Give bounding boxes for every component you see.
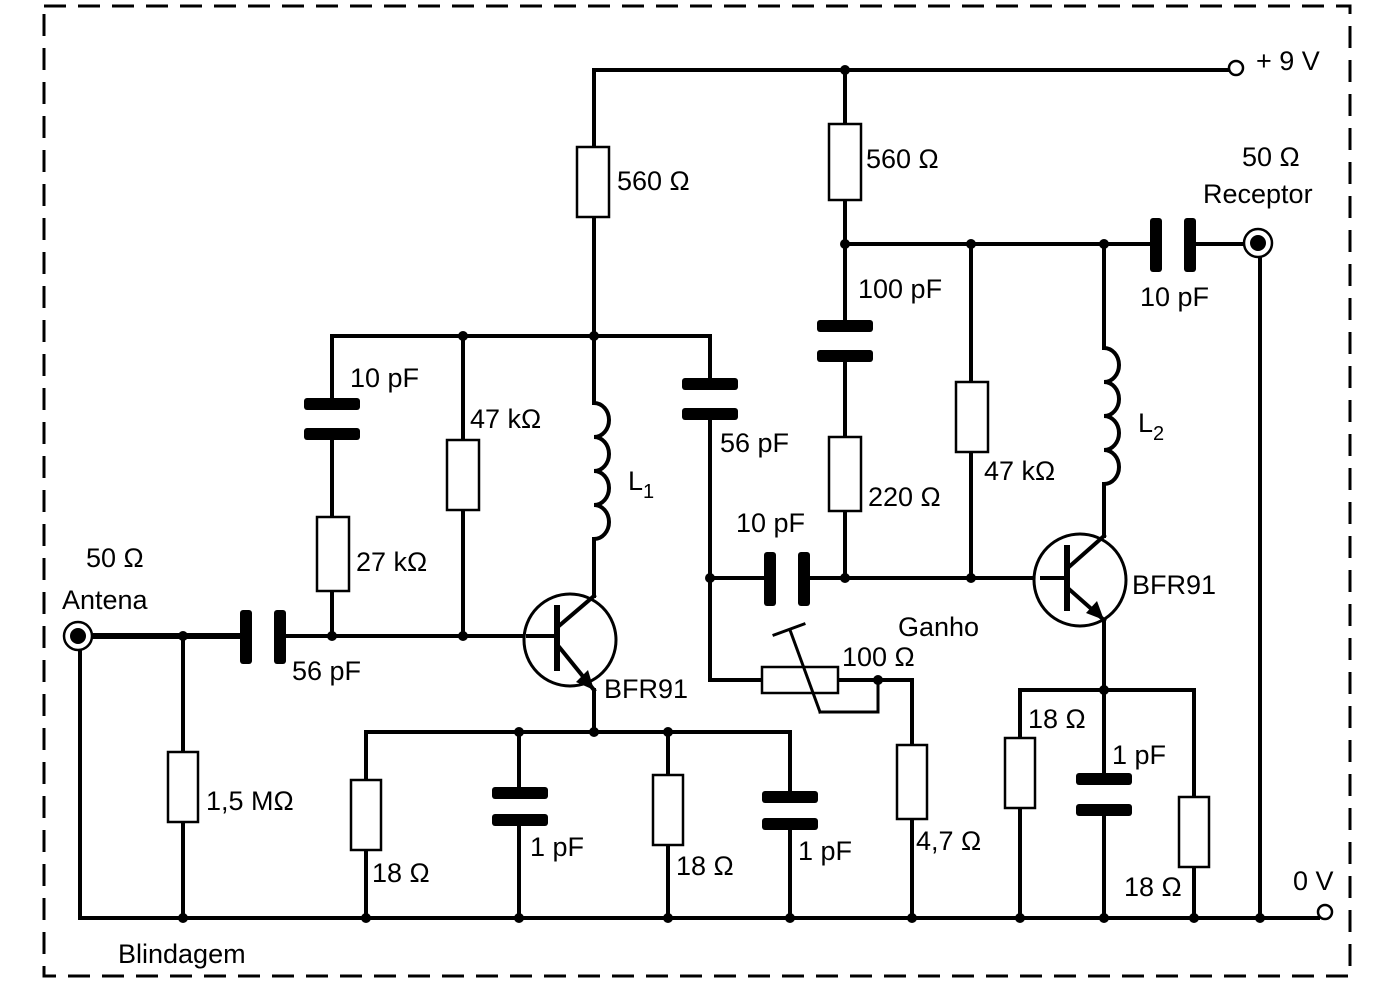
gain-potentiometer — [760, 622, 880, 714]
shield-frame — [42, 4, 1352, 978]
stage2-emitter-resistor-2 — [1177, 795, 1211, 869]
output-capacitor — [1150, 218, 1196, 272]
antenna-terminal — [62, 620, 94, 652]
stage1-emitter-capacitor-2 — [762, 791, 818, 830]
stage1-transistor-label: BFR91 — [604, 674, 688, 704]
stage2-transistor-label: BFR91 — [1132, 570, 1216, 600]
receiver-terminal — [1242, 227, 1274, 259]
output-impedance-label: 50 Ω — [1242, 142, 1300, 172]
gain-resistor — [895, 743, 929, 821]
inductor-l1 — [593, 401, 611, 541]
stage2-decoupling-capacitor — [817, 320, 873, 362]
stage1-feedback-cap-label: 10 pF — [350, 363, 419, 393]
stage2-bias-resistor-label: 47 kΩ — [984, 456, 1055, 486]
stage2-base-capacitor — [764, 552, 810, 606]
supply-label: + 9 V — [1256, 46, 1320, 76]
transistor-stage1 — [522, 592, 618, 693]
ground-terminal — [1316, 903, 1334, 921]
input-impedance-label: 50 Ω — [86, 543, 144, 573]
input-cap-label: 56 pF — [292, 656, 361, 686]
input-bias-resistor — [166, 750, 200, 824]
stage1-bias-resistor-label: 47 kΩ — [470, 404, 541, 434]
stage1-emitter-c1-label: 1 pF — [530, 832, 584, 862]
ground-label: 0 V — [1293, 866, 1334, 896]
shield-label: Blindagem — [118, 939, 246, 969]
stage2-collector-resistor-label: 560 Ω — [866, 144, 939, 174]
input-bias-resistor-label: 1,5 MΩ — [206, 786, 294, 816]
stage1-collector-resistor — [575, 145, 611, 219]
stage2-series-resistor-label: 220 Ω — [868, 482, 941, 512]
stage1-collector-resistor-label: 560 Ω — [617, 166, 690, 196]
transistor-stage2 — [1032, 532, 1128, 628]
stage1-emitter-capacitor-1 — [492, 787, 548, 826]
gain-pot-label: 100 Ω — [842, 642, 915, 672]
stage1-emitter-c2-label: 1 pF — [798, 836, 852, 866]
output-cap-label: 10 pF — [1140, 282, 1209, 312]
stage2-emitter-c-label: 1 pF — [1112, 740, 1166, 770]
stage1-coupling-capacitor — [682, 378, 738, 420]
inductor-l2-label: L2 — [1138, 408, 1164, 445]
stage2-emitter-capacitor — [1076, 773, 1132, 816]
antenna-label: Antena — [62, 585, 149, 615]
stage2-base-cap-label: 10 pF — [736, 508, 805, 538]
inductor-l1-label: L1 — [628, 466, 654, 503]
input-capacitor — [240, 610, 286, 664]
stage1-feedback-resistor — [315, 515, 351, 593]
stage2-emitter-r2-label: 18 Ω — [1124, 872, 1182, 902]
stage2-decoupling-cap-label: 100 pF — [858, 274, 942, 304]
gain-resistor-label: 4,7 Ω — [916, 826, 981, 856]
stage1-emitter-r1-label: 18 Ω — [372, 858, 430, 888]
stage1-emitter-r2-label: 18 Ω — [676, 851, 734, 881]
gain-label: Ganho — [898, 612, 979, 642]
stage2-collector-resistor — [827, 122, 863, 202]
stage1-feedback-capacitor — [304, 398, 360, 440]
stage2-emitter-resistor-1 — [1003, 736, 1037, 810]
inductor-l2 — [1103, 346, 1121, 486]
stage1-coupling-cap-label: 56 pF — [720, 428, 789, 458]
supply-terminal — [1227, 59, 1245, 77]
stage1-feedback-resistor-label: 27 kΩ — [356, 547, 427, 577]
junction-dots — [178, 65, 1265, 923]
stage2-bias-resistor — [954, 380, 990, 454]
stage2-series-resistor — [827, 435, 863, 513]
stage1-emitter-resistor-2 — [651, 773, 685, 847]
stage1-emitter-resistor-1 — [349, 778, 383, 852]
stage2-emitter-r1-label: 18 Ω — [1028, 704, 1086, 734]
receiver-label: Receptor — [1203, 179, 1313, 209]
stage1-bias-resistor — [445, 438, 481, 512]
